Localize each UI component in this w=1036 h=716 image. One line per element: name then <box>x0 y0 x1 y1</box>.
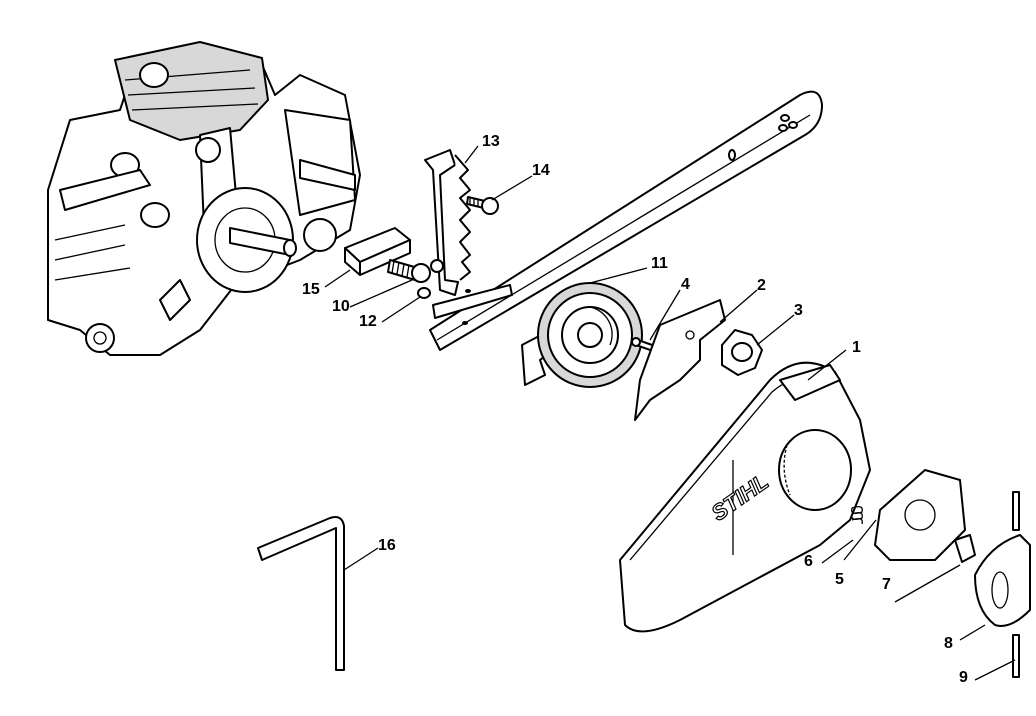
part-11-sprocket <box>521 282 643 388</box>
part-6-spring <box>851 506 863 525</box>
callout-10: 10 <box>332 298 350 315</box>
callout-5: 5 <box>835 571 844 588</box>
callout-15: 15 <box>302 281 320 298</box>
callout-8: 8 <box>944 635 953 652</box>
callout-12: 12 <box>359 313 377 330</box>
part-3-knob <box>721 329 763 376</box>
part-12-nut <box>417 287 431 299</box>
part-9-pin <box>1012 491 1020 678</box>
part-7-block <box>954 534 976 563</box>
part-8-lever <box>974 534 1031 627</box>
part-14-screw <box>466 196 499 215</box>
callout-16: 16 <box>378 537 396 554</box>
callout-13: 13 <box>482 133 500 150</box>
callout-11: 11 <box>651 255 668 272</box>
guide-bar <box>429 90 823 351</box>
callout-7: 7 <box>882 576 891 593</box>
part-5-cap <box>874 469 966 561</box>
part-2-plate <box>634 299 726 421</box>
part-10-tensioner <box>387 259 444 283</box>
callout-1: 1 <box>852 339 861 356</box>
callout-3: 3 <box>794 302 803 319</box>
part-15-block <box>344 227 411 276</box>
callout-9: 9 <box>959 669 968 686</box>
callout-6: 6 <box>804 553 813 570</box>
callout-2: 2 <box>757 277 766 294</box>
callout-14: 14 <box>532 162 550 179</box>
engine-housing <box>47 41 361 356</box>
part-13-plate <box>424 149 471 296</box>
part-1-cover: STIHL <box>619 361 871 633</box>
callout-4: 4 <box>681 276 690 293</box>
part-16-hex-key <box>257 516 345 671</box>
leader-lines <box>324 145 1016 681</box>
